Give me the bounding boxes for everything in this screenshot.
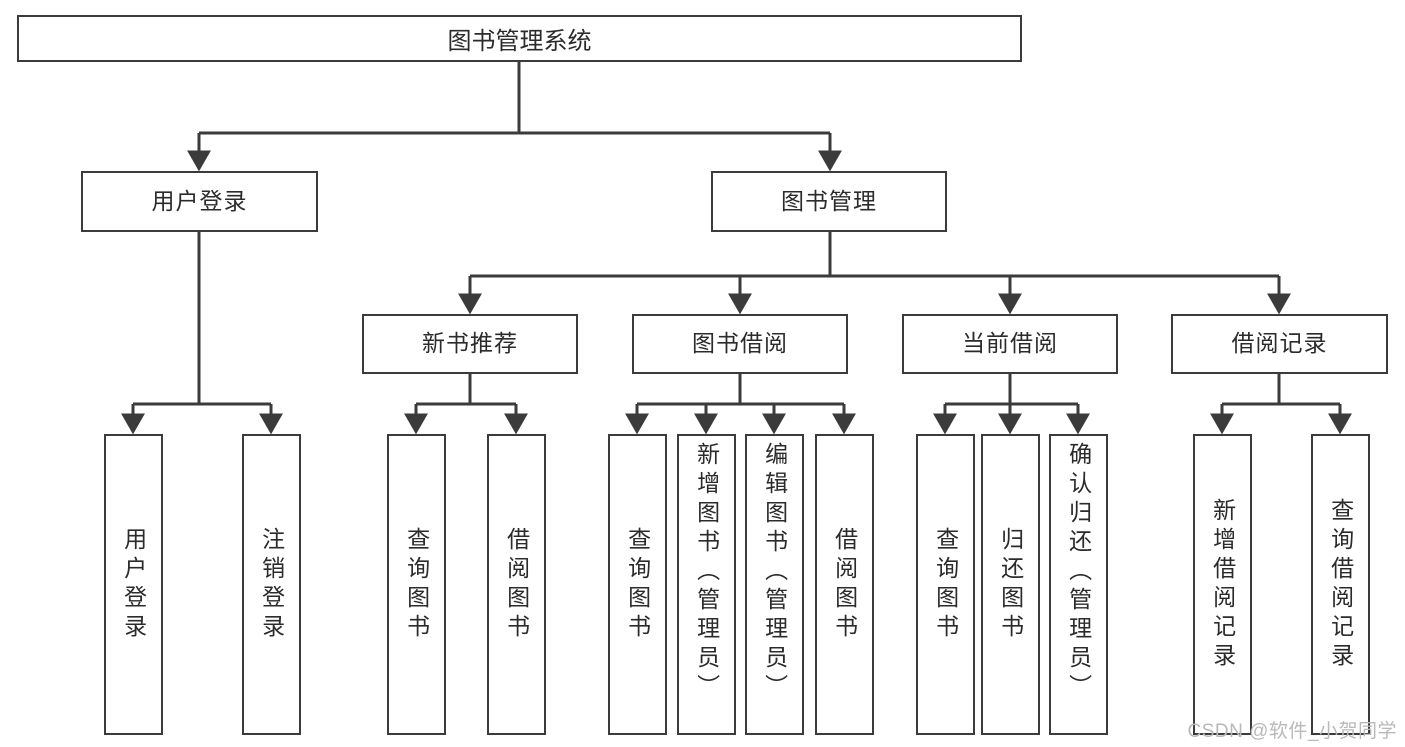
- leaf-label: 注销登录: [258, 526, 285, 643]
- leaf-label: 查询图书: [403, 526, 430, 643]
- leaf-label: 借阅图书: [831, 526, 858, 643]
- leaf-label: 归还图书: [997, 526, 1024, 643]
- leaf-user-login[interactable]: 用户登录: [104, 434, 163, 735]
- node-user-login[interactable]: 用户登录: [81, 171, 318, 232]
- node-book-management[interactable]: 图书管理: [711, 171, 947, 232]
- leaf-return-book[interactable]: 归还图书: [981, 434, 1040, 735]
- leaf-query-book-borrowing[interactable]: 查询图书: [608, 434, 667, 735]
- leaf-borrow-book[interactable]: 借阅图书: [815, 434, 874, 735]
- leaf-label: 编辑图书（管理员）: [761, 442, 788, 703]
- leaf-logout[interactable]: 注销登录: [242, 434, 301, 735]
- leaf-add-borrow-record[interactable]: 新增借阅记录: [1193, 434, 1252, 735]
- leaf-label: 查询借阅记录: [1327, 497, 1354, 672]
- leaf-label: 新增借阅记录: [1209, 497, 1236, 672]
- leaf-query-book-recommendation[interactable]: 查询图书: [387, 434, 446, 735]
- node-borrowing-record[interactable]: 借阅记录: [1171, 314, 1388, 374]
- leaf-label: 查询图书: [932, 526, 959, 643]
- leaf-label: 新增图书（管理员）: [693, 442, 720, 703]
- node-label: 当前借阅: [962, 330, 1058, 357]
- leaf-query-book-current[interactable]: 查询图书: [916, 434, 975, 735]
- node-book-borrowing[interactable]: 图书借阅: [632, 314, 848, 374]
- leaf-label: 查询图书: [624, 526, 651, 643]
- leaf-label: 借阅图书: [503, 526, 530, 643]
- leaf-edit-book-admin[interactable]: 编辑图书（管理员）: [745, 434, 804, 735]
- leaf-query-borrow-record[interactable]: 查询借阅记录: [1311, 434, 1370, 735]
- node-label: 图书借阅: [692, 330, 788, 357]
- leaf-borrow-book-recommendation[interactable]: 借阅图书: [487, 434, 546, 735]
- node-label: 新书推荐: [422, 330, 518, 357]
- leaf-add-book-admin[interactable]: 新增图书（管理员）: [677, 434, 736, 735]
- leaf-label: 确认归还（管理员）: [1065, 442, 1092, 703]
- node-label: 图书管理系统: [447, 28, 592, 55]
- node-label: 图书管理: [781, 187, 877, 214]
- leaf-label: 用户登录: [120, 526, 147, 643]
- watermark-text: CSDN @软件_小贺同学: [1187, 721, 1397, 742]
- node-current-borrowing[interactable]: 当前借阅: [902, 314, 1118, 374]
- node-new-book-recommendation[interactable]: 新书推荐: [362, 314, 578, 374]
- node-label: 借阅记录: [1231, 330, 1328, 357]
- node-label: 用户登录: [151, 187, 248, 214]
- leaf-confirm-return-admin[interactable]: 确认归还（管理员）: [1049, 434, 1108, 735]
- node-root-book-management-system[interactable]: 图书管理系统: [17, 15, 1022, 62]
